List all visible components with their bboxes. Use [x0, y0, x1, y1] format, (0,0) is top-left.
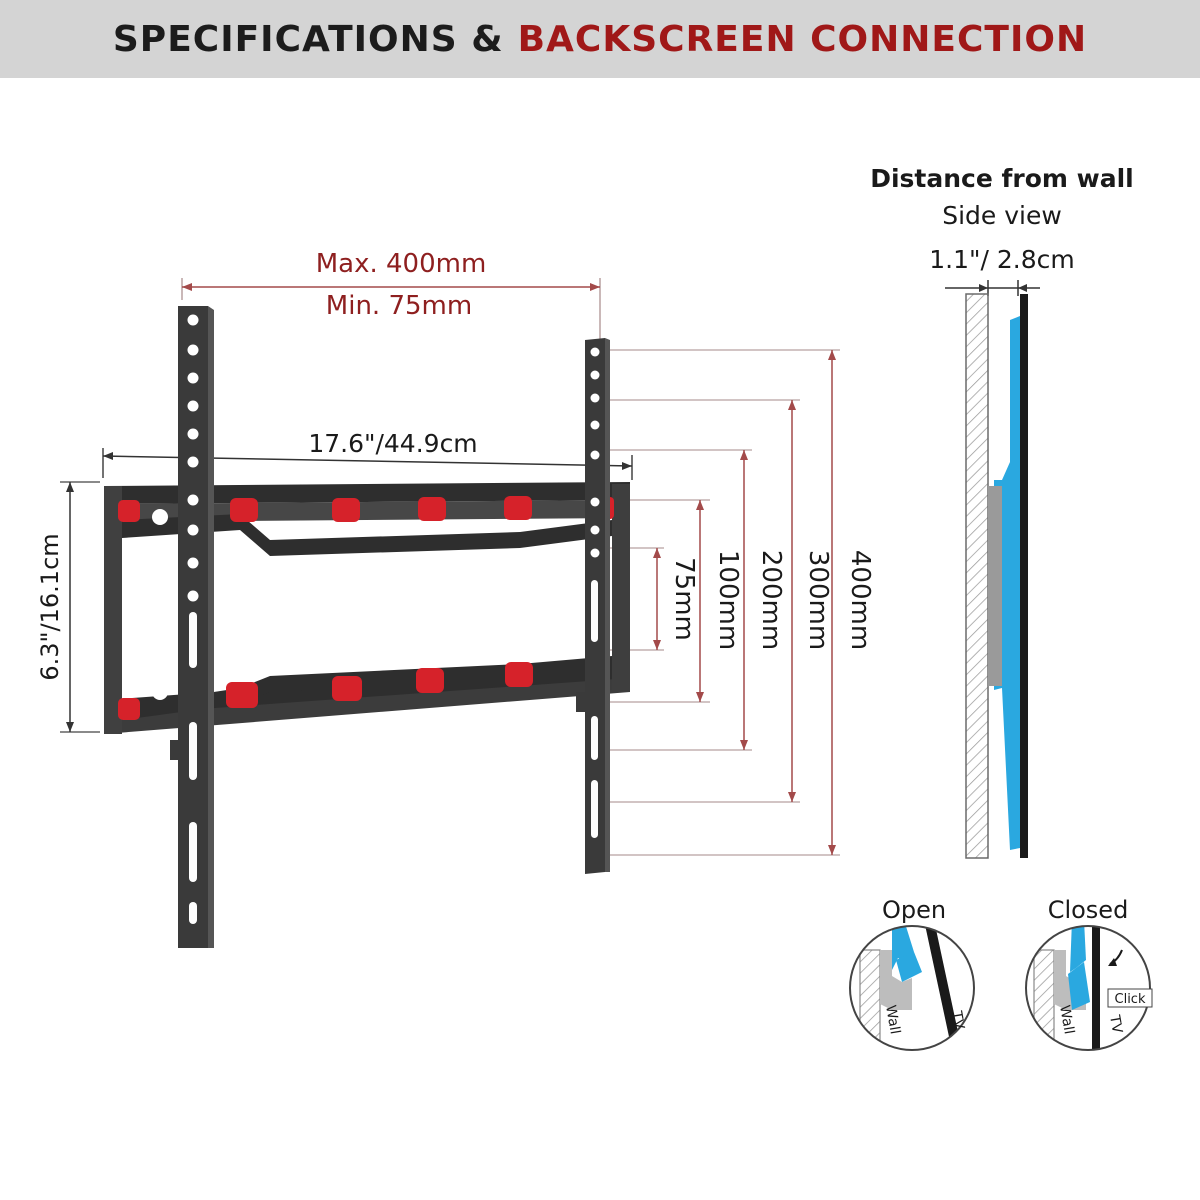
tv-bracket-blue: [994, 316, 1020, 850]
header-title-part2: BACKSCREEN CONNECTION: [517, 18, 1088, 60]
wall-plate-side: [988, 486, 1002, 686]
tv-panel: [1020, 294, 1028, 858]
vesa-300-label: 300mm: [803, 550, 833, 650]
vesa-200-label: 200mm: [756, 550, 786, 650]
side-view: Distance from wall Side view 1.1"/ 2.8cm: [870, 164, 1134, 859]
open-label: Open: [882, 896, 946, 924]
side-view-title: Distance from wall: [870, 164, 1134, 193]
vesa-100-label: 100mm: [713, 550, 743, 650]
min-width-label: Min. 75mm: [326, 291, 472, 321]
closed-detail: Closed Click Wall TV: [1025, 896, 1153, 1051]
plate-caps: [118, 496, 614, 720]
vesa-400-label: 400mm: [845, 550, 875, 650]
open-tv-label: TV: [948, 1009, 967, 1031]
bracket-height-label: 6.3"/16.1cm: [36, 533, 64, 680]
open-detail: Open Wall TV: [849, 896, 975, 1051]
side-view-subtitle: Side view: [942, 201, 1062, 230]
vesa-75-label: 75mm: [669, 557, 699, 641]
wall-section: [965, 293, 989, 859]
wall-plate: [104, 482, 630, 734]
click-box: [1107, 988, 1153, 1008]
left-arm: [170, 306, 214, 948]
right-arm: [576, 338, 610, 874]
bracket-dimensions: 17.6"/44.9cm 6.3"/16.1cm: [36, 429, 633, 733]
closed-wall-label: Wall: [1056, 1004, 1077, 1036]
max-width-label: Max. 400mm: [316, 249, 487, 279]
bracket-width-label: 17.6"/44.9cm: [308, 429, 477, 458]
closed-label: Closed: [1048, 896, 1129, 924]
click-label: Click: [1115, 992, 1146, 1007]
header-title-part1: SPECIFICATIONS &: [112, 18, 504, 60]
width-dimension: Max. 400mm Min. 75mm: [181, 249, 601, 340]
side-view-distance-label: 1.1"/ 2.8cm: [929, 245, 1074, 274]
closed-tv-label: TV: [1106, 1013, 1125, 1035]
open-wall-label: Wall: [882, 1004, 903, 1036]
header-bar: SPECIFICATIONS & BACKSCREEN CONNECTION: [0, 0, 1200, 78]
vesa-dimensions: 75mm 100mm 200mm 300mm 400mm: [604, 349, 875, 856]
